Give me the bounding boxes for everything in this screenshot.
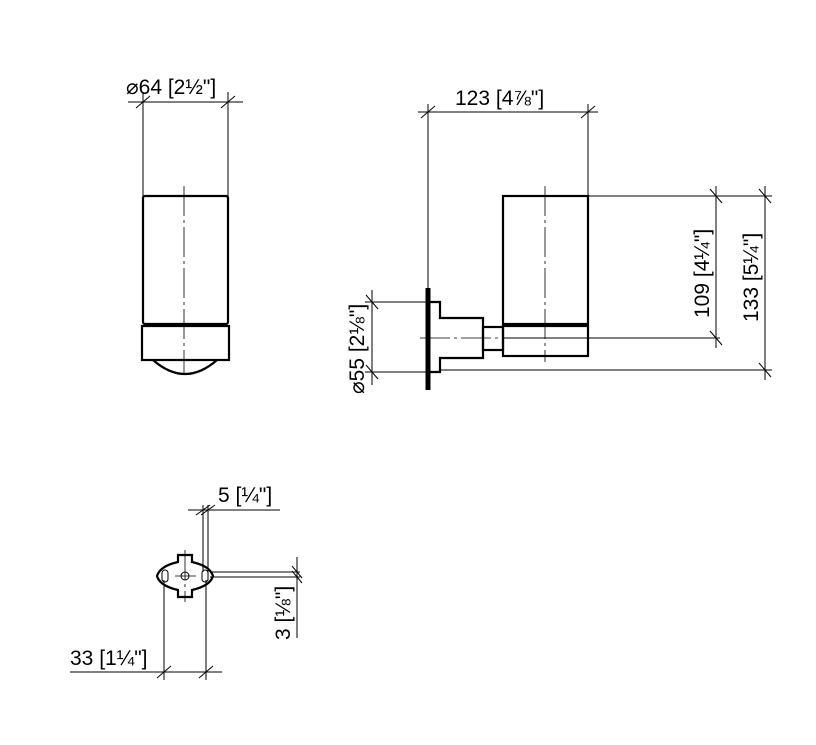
mount-plate-view: 5 [¼"] 3 [⅛"] 33 [1¼"] [70, 484, 303, 680]
rosette-diameter-label: ⌀55 [2⅛"] [346, 304, 369, 394]
side-view: 123 [4⅞"] 109 [4¼"] 133 [5¼"] ⌀55 [2⅛"] [346, 87, 772, 394]
holder-dome [152, 359, 218, 375]
height-109-label: 109 [4¼"] [691, 229, 714, 318]
front-view: ⌀64 [2½"] [126, 76, 243, 375]
offset-3-label: 3 [⅛"] [272, 586, 295, 640]
wall-rosette [430, 300, 485, 374]
holder-base-side [501, 324, 590, 358]
cup-body-side [501, 194, 590, 326]
hole-spacing-label: 33 [1¼"] [70, 647, 148, 670]
cup-holder-base [140, 324, 231, 362]
holder-stem [481, 325, 505, 352]
height-133-label: 133 [5¼"] [740, 233, 763, 322]
offset-5-label: 5 [¼"] [218, 484, 272, 507]
diameter-label: ⌀64 [2½"] [126, 76, 216, 99]
cup-body [141, 194, 230, 326]
screw-slot-left [161, 569, 169, 583]
depth-label: 123 [4⅞"] [455, 87, 544, 110]
